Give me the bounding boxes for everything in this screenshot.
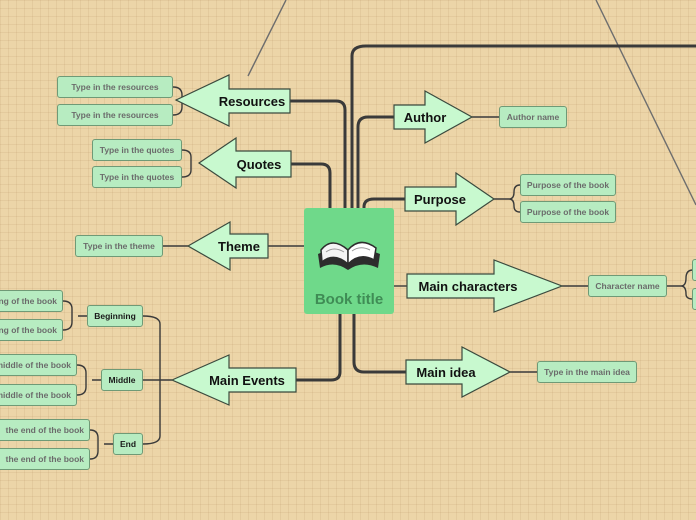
- theme-arrow-shape[interactable]: [186, 220, 269, 272]
- quotes-item-2[interactable]: Type in the quotes: [92, 166, 182, 188]
- end-item-1[interactable]: the end of the book: [0, 419, 90, 441]
- open-book-icon: [318, 241, 380, 270]
- character-child-1[interactable]: [692, 259, 696, 281]
- character-item-1[interactable]: Character name: [588, 275, 667, 297]
- quotes-item-1[interactable]: Type in the quotes: [92, 139, 182, 161]
- character-child-2[interactable]: [692, 288, 696, 310]
- author-topic[interactable]: Author: [403, 109, 447, 125]
- theme-topic[interactable]: Theme: [218, 238, 260, 254]
- purpose-item-2[interactable]: Purpose of the book: [520, 201, 616, 223]
- resources-topic[interactable]: Resources: [218, 93, 286, 109]
- central-title: Book title: [314, 291, 384, 308]
- author-arrow-shape[interactable]: [393, 89, 474, 145]
- main-events-topic[interactable]: Main Events: [209, 372, 285, 388]
- quotes-arrow-shape[interactable]: [197, 136, 292, 190]
- main-characters-arrow-shape[interactable]: [406, 259, 564, 313]
- main-characters-topic[interactable]: Main characters: [418, 278, 518, 294]
- resources-item-2[interactable]: Type in the resources: [57, 104, 173, 126]
- middle-item-1[interactable]: middle of the book: [0, 354, 77, 376]
- purpose-arrow-shape[interactable]: [404, 171, 496, 227]
- beginning-item-1[interactable]: ng of the book: [0, 290, 63, 312]
- end-group[interactable]: End: [113, 433, 143, 455]
- end-item-2[interactable]: the end of the book: [0, 448, 90, 470]
- beginning-group[interactable]: Beginning: [87, 305, 143, 327]
- theme-item-1[interactable]: Type in the theme: [75, 235, 163, 257]
- central-topic[interactable]: Book title: [304, 208, 394, 314]
- main-idea-item-1[interactable]: Type in the main idea: [537, 361, 637, 383]
- resources-item-1[interactable]: Type in the resources: [57, 76, 173, 98]
- purpose-topic[interactable]: Purpose: [413, 191, 466, 207]
- beginning-item-2[interactable]: ng of the book: [0, 319, 63, 341]
- author-item-1[interactable]: Author name: [499, 106, 567, 128]
- main-idea-topic[interactable]: Main idea: [416, 364, 476, 380]
- purpose-item-1[interactable]: Purpose of the book: [520, 174, 616, 196]
- middle-item-2[interactable]: middle of the book: [0, 384, 77, 406]
- main-events-arrow-shape[interactable]: [170, 354, 297, 406]
- main-idea-arrow-shape[interactable]: [405, 346, 512, 398]
- resources-arrow-shape[interactable]: [174, 74, 291, 127]
- quotes-topic[interactable]: Quotes: [236, 156, 282, 172]
- middle-group[interactable]: Middle: [101, 369, 143, 391]
